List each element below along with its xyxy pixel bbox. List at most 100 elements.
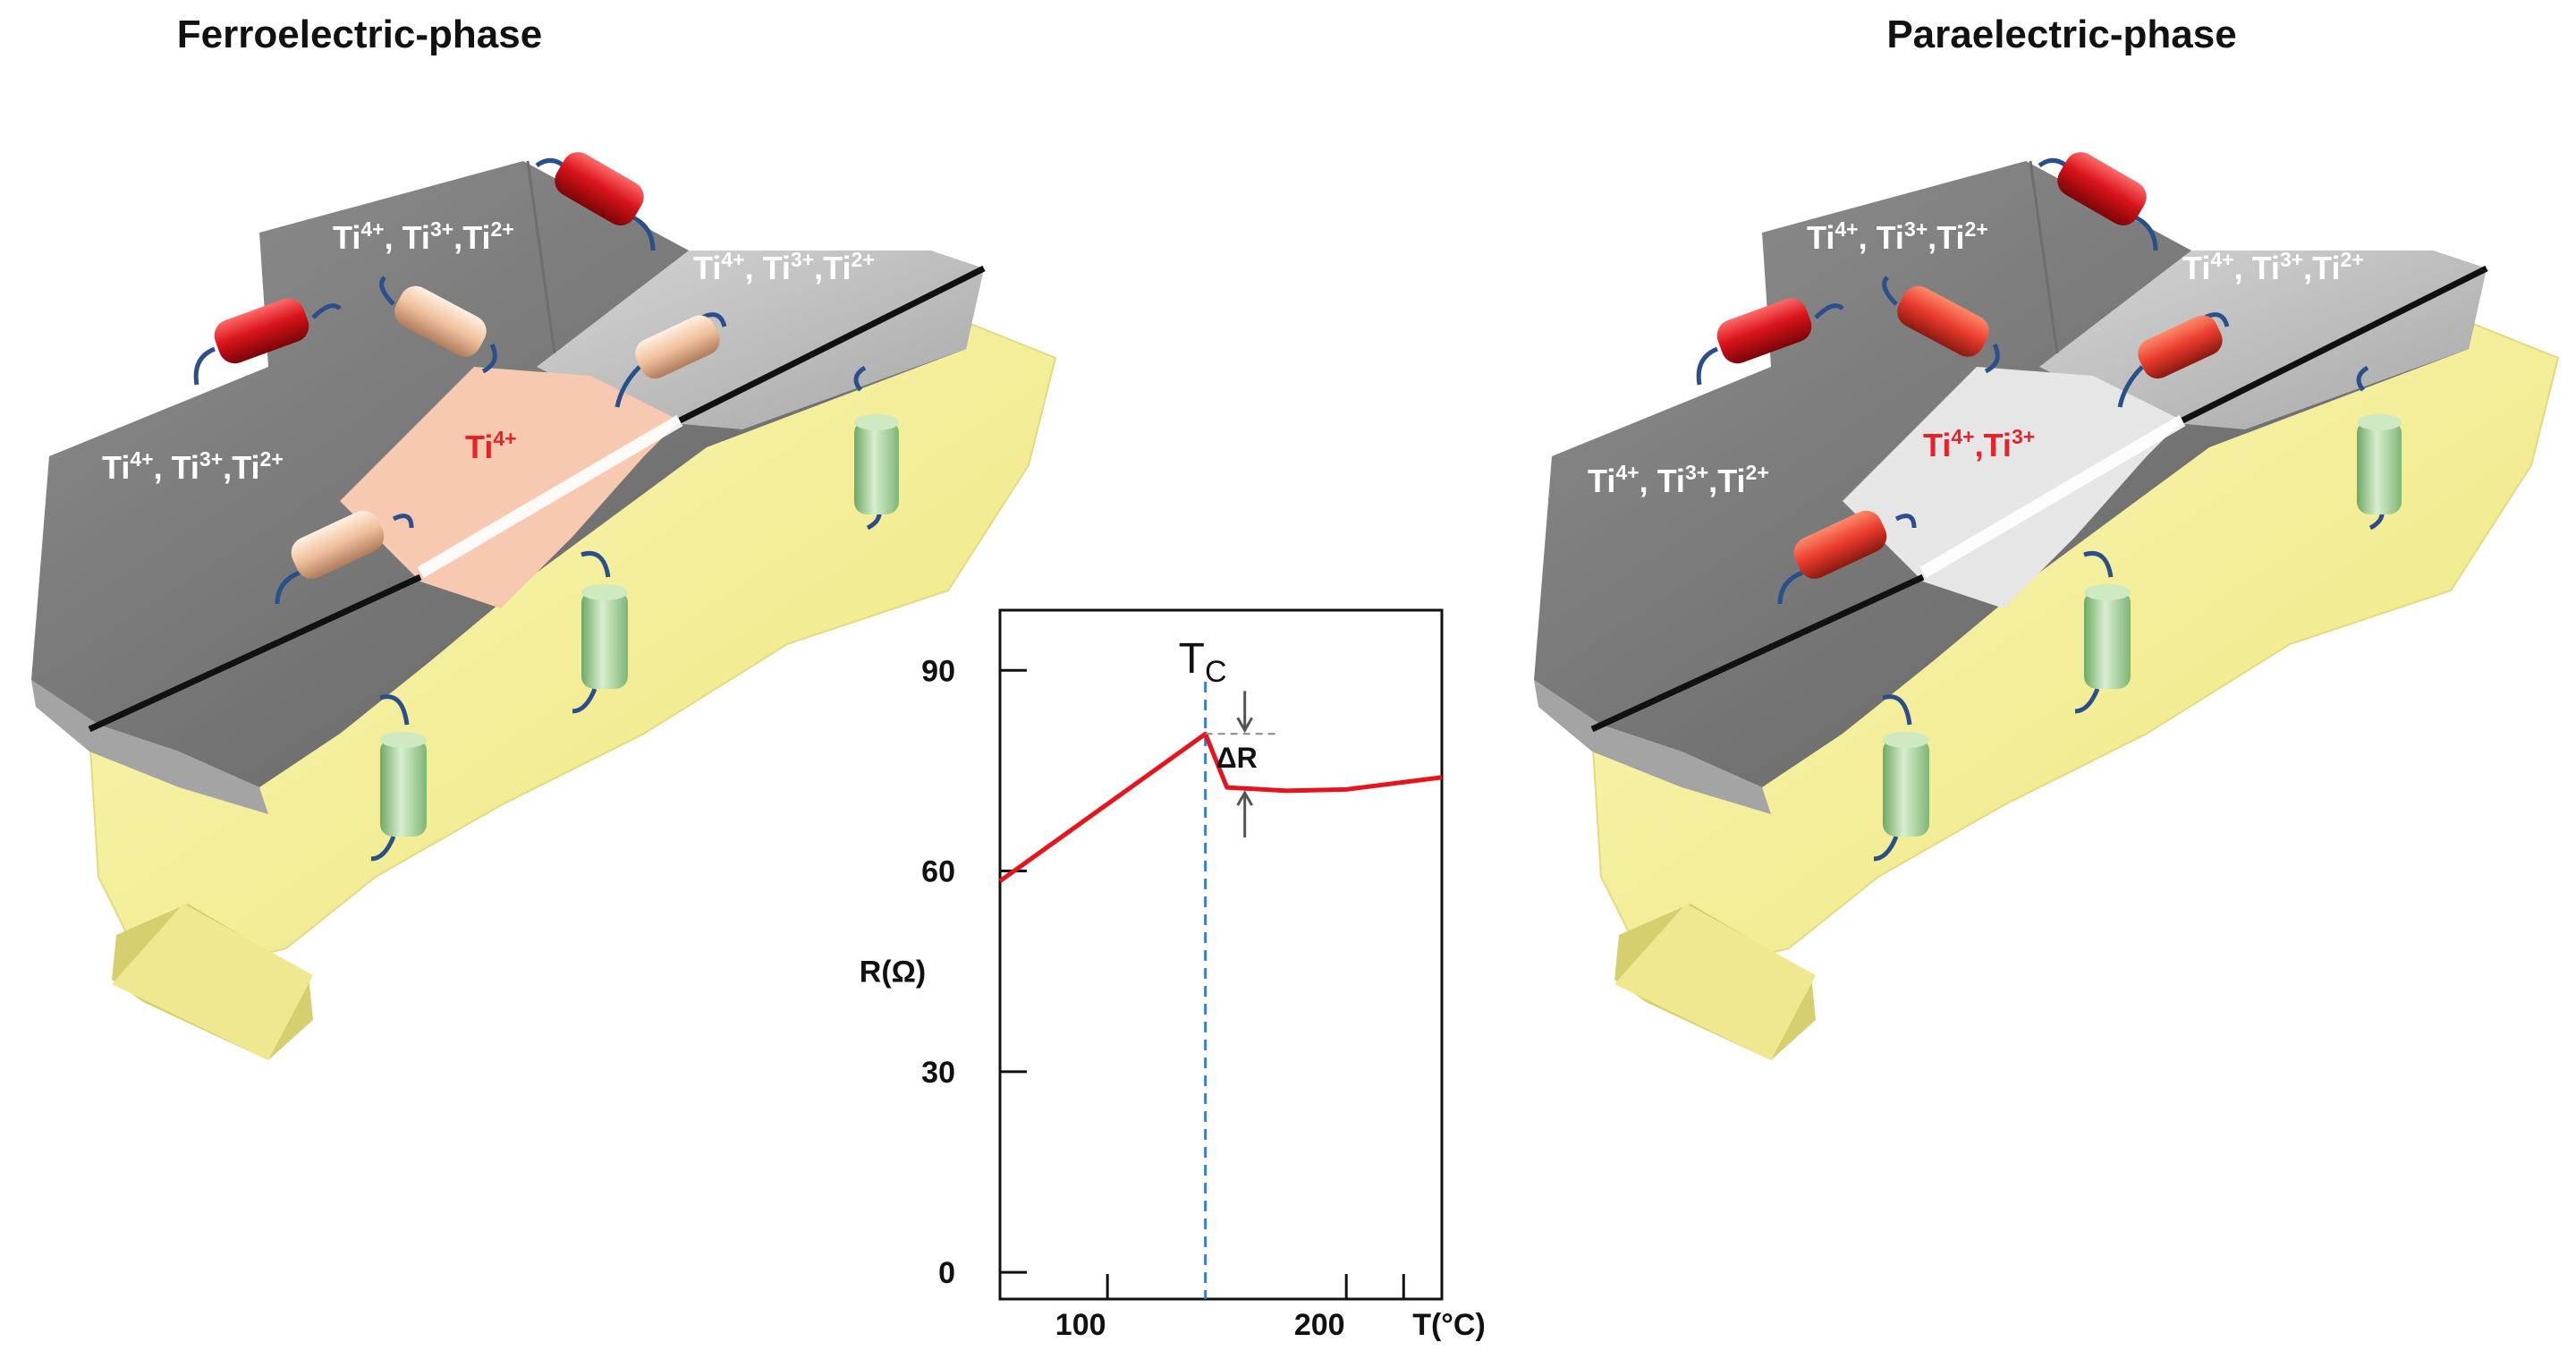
ion-label-right: Ti4+, Ti3+,Ti2+ — [693, 248, 875, 286]
ion-label-left: Ti4+, Ti3+,Ti2+ — [102, 447, 284, 486]
ion-symbol: Ti — [1717, 463, 1745, 499]
resistance-curve — [998, 731, 1443, 883]
boundary-cylinder-right — [2117, 312, 2230, 408]
ion-charge: 2+ — [2341, 248, 2364, 271]
ion-label-left-right-panel: Ti4+, Ti3+,Ti2+ — [1588, 461, 1769, 499]
ion-charge: 2+ — [1746, 461, 1769, 484]
delta-r-label: ΔR — [1216, 742, 1258, 774]
ion-separator: , — [223, 449, 232, 486]
ion-charge: 3+ — [199, 447, 223, 471]
ion-charge: 2+ — [260, 447, 284, 471]
ion-separator: , — [1640, 463, 1657, 499]
ferroelectric-title: Ferroelectric-phase — [177, 13, 542, 56]
green-cylinder-2 — [572, 551, 628, 714]
ion-charge: 3+ — [2280, 248, 2303, 271]
delta-arrowhead-up — [1236, 790, 1253, 806]
ion-charge: 3+ — [791, 248, 814, 271]
y-axis-label: R(Ω) — [860, 956, 926, 990]
ion-symbol: Ti — [1807, 219, 1835, 256]
ion-symbol: Ti — [465, 429, 493, 465]
ion-symbol: Ti — [172, 449, 199, 486]
ferroelectric-panel: Ferroelectric-phase — [31, 13, 1057, 1060]
ion-charge: 4+ — [360, 217, 384, 241]
ion-label-top-right-panel: Ti4+, Ti3+,Ti2+ — [1807, 217, 1988, 256]
ion-charge: 4+ — [493, 427, 516, 450]
ion-charge: 3+ — [430, 217, 453, 241]
y-tick-label: 30 — [921, 1056, 955, 1090]
ion-charge: 2+ — [1965, 217, 1988, 241]
ion-separator: , — [154, 449, 172, 486]
ion-symbol: Ti — [2312, 250, 2340, 286]
x-tick-label: 200 — [1294, 1308, 1345, 1342]
ion-charge: 4+ — [2210, 248, 2233, 271]
ion-charge: 4+ — [1951, 425, 1974, 448]
ion-label-right-right-panel: Ti4+, Ti3+,Ti2+ — [2182, 248, 2364, 286]
ion-charge: 3+ — [2012, 425, 2035, 448]
ion-symbol: Ti — [462, 219, 490, 256]
tc-label-sub: C — [1205, 655, 1227, 689]
boundary-cylinder-bottom — [1777, 510, 1917, 605]
ion-charge: 4+ — [721, 248, 744, 271]
ion-charge: 2+ — [491, 217, 514, 241]
ion-symbol: Ti — [693, 250, 721, 286]
ion-symbol: Ti — [763, 250, 791, 286]
ion-symbol: Ti — [1877, 219, 1904, 256]
red-cylinder-top-right — [2038, 152, 2158, 251]
green-cylinder-4 — [2356, 365, 2402, 531]
ion-label-center-right-panel: Ti4+,Ti3+ — [1923, 425, 2035, 463]
ion-symbol: Ti — [1588, 463, 1615, 499]
ion-separator: , — [1975, 427, 1984, 463]
ion-separator: , — [1859, 219, 1877, 256]
resistance-chart: 0 30 60 90 100 200 TC ΔR R(Ω) T(°C) — [860, 608, 1486, 1342]
ion-label-top: Ti4+, Ti3+,Ti2+ — [333, 217, 514, 256]
ion-separator: , — [2234, 250, 2252, 286]
ion-separator: , — [814, 250, 823, 286]
y-tick-label: 90 — [921, 654, 955, 688]
tc-label-main: T — [1179, 635, 1205, 683]
x-axis-ticks: 100 200 — [1055, 1274, 1405, 1342]
ion-symbol: Ti — [2252, 250, 2280, 286]
plot-frame — [998, 608, 1444, 1301]
ion-symbol: Ti — [1657, 463, 1685, 499]
tc-label: TC — [1179, 635, 1227, 689]
ion-charge: 4+ — [1615, 461, 1639, 484]
green-cylinder-3 — [370, 694, 427, 862]
red-cylinder-left-right-panel — [1696, 298, 1844, 386]
ion-label-center: Ti4+ — [465, 427, 517, 465]
delta-arrowhead-down — [1236, 717, 1253, 734]
ion-separator: , — [1708, 463, 1717, 499]
boundary-cylinder-top — [1882, 276, 2000, 374]
ion-charge: 3+ — [1904, 217, 1928, 241]
ion-charge: 4+ — [1835, 217, 1858, 241]
grain-structure-left — [31, 160, 1057, 1060]
x-axis-label: T(°C) — [1412, 1308, 1486, 1342]
x-tick-label: 100 — [1055, 1308, 1106, 1342]
peach-cylinder-right — [614, 312, 727, 408]
ion-charge: 3+ — [1685, 461, 1708, 484]
ion-charge: 2+ — [852, 248, 875, 271]
ion-separator: , — [385, 219, 402, 256]
ion-symbol: Ti — [102, 449, 130, 486]
delta-r-marker — [1205, 691, 1281, 838]
ion-symbol: Ti — [823, 250, 851, 286]
paraelectric-title: Paraelectric-phase — [1886, 13, 2236, 56]
ion-symbol: Ti — [1923, 427, 1951, 463]
ion-symbol: Ti — [2182, 250, 2210, 286]
ion-charge: 4+ — [130, 447, 153, 471]
green-cylinder-5 — [2074, 551, 2131, 714]
ion-separator: , — [1928, 219, 1936, 256]
ion-separator: , — [453, 219, 462, 256]
peach-cylinder-bottom — [275, 510, 414, 605]
ion-symbol: Ti — [1936, 219, 1964, 256]
y-tick-label: 0 — [938, 1256, 955, 1290]
paraelectric-panel: Paraelectric-phase — [1534, 13, 2560, 1060]
ion-symbol: Ti — [333, 219, 360, 256]
ion-symbol: Ti — [232, 449, 259, 486]
green-cylinder-6 — [1873, 694, 1929, 862]
ion-separator: , — [2303, 250, 2312, 286]
y-tick-label: 60 — [921, 855, 955, 889]
red-cylinder-left — [193, 298, 342, 386]
peach-cylinder-top — [379, 276, 497, 374]
ion-symbol: Ti — [1984, 427, 2012, 463]
